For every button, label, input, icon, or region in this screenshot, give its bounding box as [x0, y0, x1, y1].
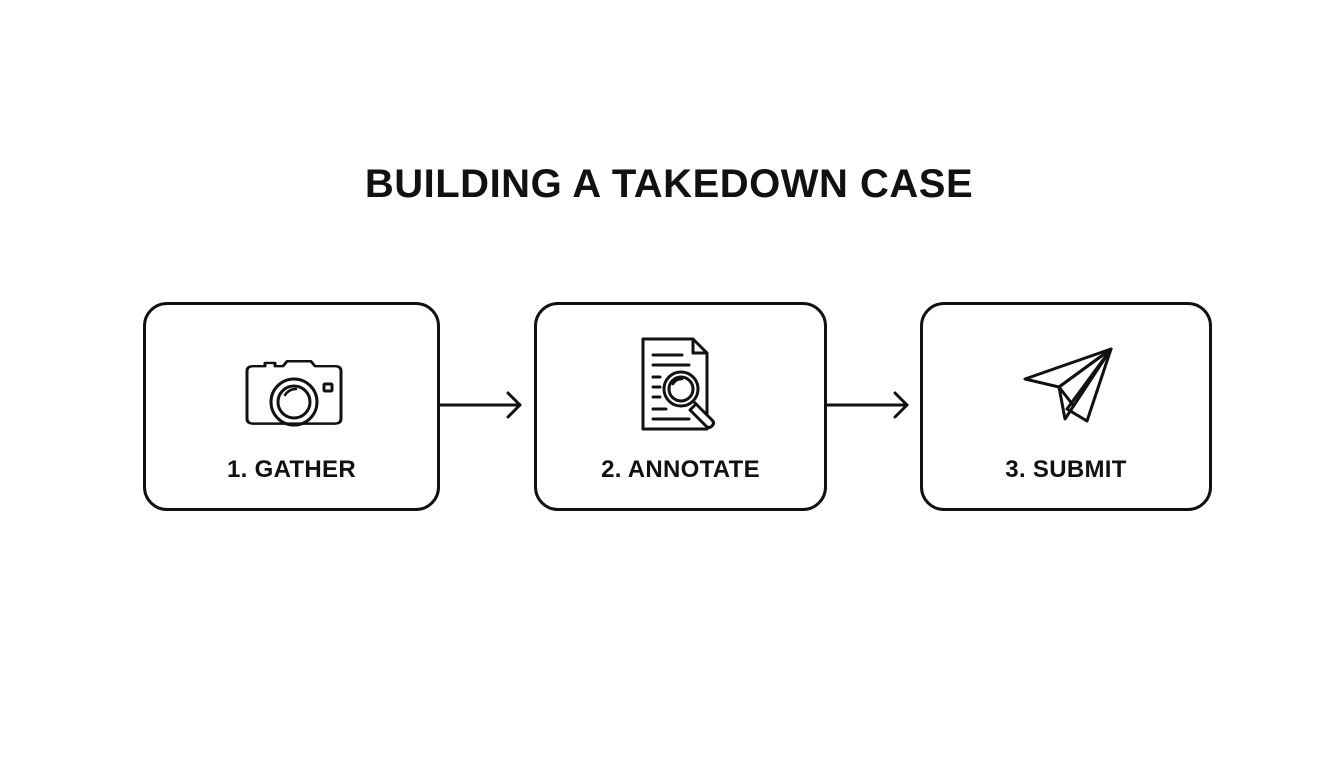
- diagram-title: BUILDING A TAKEDOWN CASE: [364, 162, 974, 206]
- step-gather-box: 1. GATHER: [143, 302, 440, 511]
- arrow-annotate-to-submit: [827, 388, 911, 422]
- arrow-gather-to-annotate: [440, 388, 524, 422]
- paper-plane-icon: [1011, 335, 1121, 445]
- step-annotate-label: 2. ANNOTATE: [601, 456, 760, 483]
- document-magnifier-icon: [626, 335, 736, 445]
- step-submit-box: 3. SUBMIT: [920, 302, 1212, 511]
- step-gather-label: 1. GATHER: [227, 456, 356, 483]
- camera-icon: [237, 335, 347, 445]
- step-annotate-box: 2. ANNOTATE: [534, 302, 827, 511]
- step-submit-label: 3. SUBMIT: [1005, 456, 1127, 483]
